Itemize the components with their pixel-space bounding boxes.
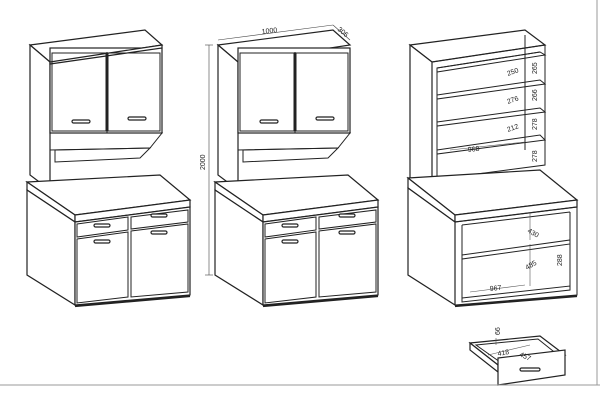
drawer-left-handle bbox=[93, 223, 111, 228]
cabinet-dimensioned-view: 1000 306 2000 bbox=[200, 24, 380, 308]
dim-shelf-2: 276 bbox=[506, 95, 519, 106]
dim-shelf-3: 212 bbox=[506, 123, 519, 134]
dim-gap-1: 265 bbox=[532, 62, 539, 74]
door-right-handle bbox=[150, 230, 168, 235]
hutch-left-handle bbox=[71, 119, 91, 124]
dim-drawer-depth: 457 bbox=[518, 351, 532, 362]
dim-height: 2000 bbox=[200, 154, 207, 170]
drawer-right-handle bbox=[150, 213, 168, 218]
door-left-handle bbox=[93, 239, 111, 244]
dim-gap-4: 278 bbox=[532, 150, 539, 162]
dim-width: 1000 bbox=[261, 27, 277, 36]
dim-drawer-height: 66 bbox=[495, 327, 502, 335]
dim-gap-2: 266 bbox=[532, 89, 539, 101]
cabinet-closed-view bbox=[25, 29, 192, 308]
dim-shelf-1: 250 bbox=[506, 67, 519, 78]
dim-base-shelf-gap: 288 bbox=[557, 254, 564, 266]
drawer-detail-handle bbox=[519, 367, 541, 372]
cabinet-interior-view: 250 276 212 265 266 278 278 968 430 485 … bbox=[406, 29, 579, 308]
dim-base-inner-width: 967 bbox=[489, 285, 501, 293]
dim-gap-3: 278 bbox=[532, 118, 539, 130]
dim-inner-width-top: 968 bbox=[467, 146, 479, 154]
hutch-right-handle bbox=[127, 116, 147, 121]
dim-drawer-width: 418 bbox=[497, 349, 510, 358]
dim-base-shelf-depth: 430 bbox=[526, 228, 540, 240]
drawer-detail: 66 418 457 bbox=[468, 327, 567, 386]
dim-base-lower-depth: 485 bbox=[525, 260, 539, 272]
